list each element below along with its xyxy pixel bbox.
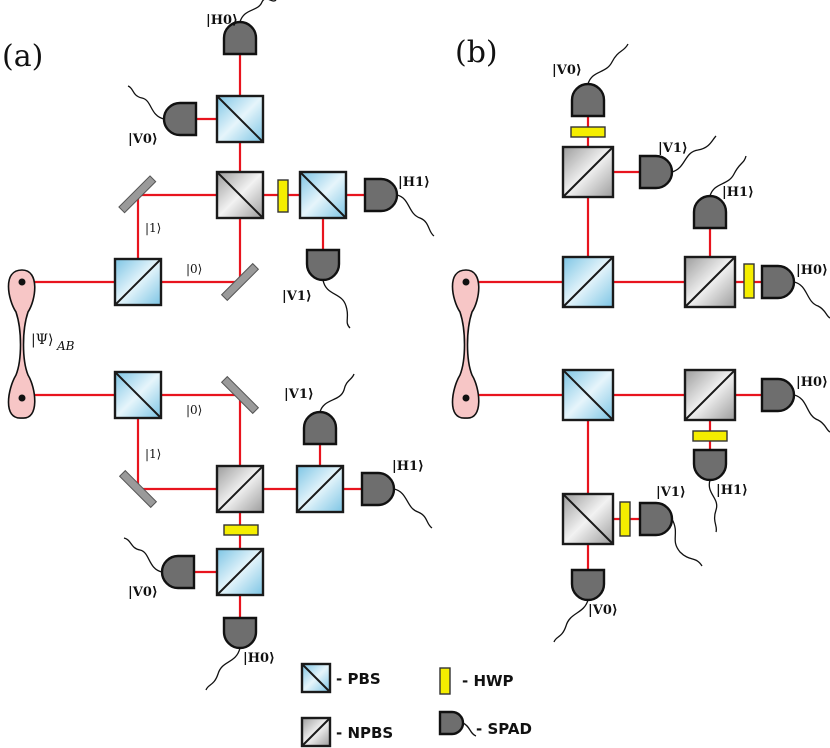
spad-detector xyxy=(553,568,606,643)
label-b-bot-v1: |V1⟩ xyxy=(656,485,686,500)
label-b-top-v1: |V1⟩ xyxy=(658,141,688,156)
legend: - PBS - NPBS - HWP - SPAD xyxy=(300,662,532,748)
panel-label-b: (b) xyxy=(455,35,498,70)
spad-detector xyxy=(692,155,747,230)
spad-detector xyxy=(205,616,258,691)
pbs-cube xyxy=(295,464,345,514)
label-a-bot-path1: |1⟩ xyxy=(145,447,161,461)
spad-detector xyxy=(222,0,277,56)
legend-hwp-label: - HWP xyxy=(462,672,514,690)
hwp-plate xyxy=(277,179,289,213)
mirror xyxy=(220,262,260,302)
hwp-plate xyxy=(570,126,606,138)
hwp-plate xyxy=(223,524,259,536)
npbs-cube xyxy=(561,492,615,546)
spad-detector xyxy=(123,537,196,590)
label-b-top-h1: |H1⟩ xyxy=(722,185,754,200)
label-a-top-path0: |0⟩ xyxy=(186,262,202,276)
mirrors-a xyxy=(118,175,260,509)
label-a-top-h0: |H0⟩ xyxy=(206,13,238,28)
panel-label-a: (a) xyxy=(2,39,43,74)
spad-detector xyxy=(570,43,629,118)
pbs-cube xyxy=(215,547,265,597)
source-state-label: |Ψ⟩ xyxy=(31,332,53,348)
pbs-cube xyxy=(215,94,265,144)
pbs-cube xyxy=(561,255,615,309)
spad-detector xyxy=(760,264,830,319)
spad-detector xyxy=(760,377,830,433)
label-a-top-path1: |1⟩ xyxy=(145,221,161,235)
spad-detector xyxy=(360,471,433,529)
spad-detector xyxy=(127,85,198,137)
label-a-bot-v0: |V0⟩ xyxy=(128,585,158,600)
npbs-cube xyxy=(561,145,615,199)
npbs-cube xyxy=(215,170,265,220)
labels-b: |V0⟩ |V1⟩ |H1⟩ |H0⟩ |H0⟩ |H1⟩ |V1⟩ |V0⟩ xyxy=(552,63,828,618)
label-a-top-v1: |V1⟩ xyxy=(282,289,312,304)
spad-detector xyxy=(363,177,435,237)
components-b xyxy=(561,126,755,546)
legend-npbs-label: - NPBS xyxy=(336,724,393,742)
spad-detector xyxy=(638,501,703,567)
components-a xyxy=(113,94,348,597)
hwp-plate xyxy=(692,430,728,442)
npbs-cube xyxy=(215,464,265,514)
photon-source-b xyxy=(451,269,480,419)
mirror xyxy=(118,469,158,509)
source-state-subscript: AB xyxy=(56,339,75,353)
beams-a xyxy=(22,48,378,625)
legend-npbs-swatch xyxy=(300,716,332,748)
label-a-top-h1: |H1⟩ xyxy=(398,175,430,190)
legend-pbs-swatch xyxy=(300,662,332,694)
pbs-cube xyxy=(561,368,615,422)
photon-source-a: |Ψ⟩ AB xyxy=(7,269,75,419)
label-a-bot-path0: |0⟩ xyxy=(186,403,202,417)
spad-detector xyxy=(305,248,351,329)
pbs-cube xyxy=(113,257,163,307)
label-b-top-h0: |H0⟩ xyxy=(796,263,828,278)
label-a-bot-h1: |H1⟩ xyxy=(392,459,424,474)
detectors xyxy=(123,0,830,691)
mirror xyxy=(220,375,260,415)
label-a-top-v0: |V0⟩ xyxy=(128,132,158,147)
pbs-cube xyxy=(113,370,163,420)
legend-pbs-label: - PBS xyxy=(336,670,381,688)
spad-detector xyxy=(302,373,355,446)
mirror xyxy=(118,175,157,214)
spad-detector xyxy=(638,135,717,190)
label-b-bot-h0: |H0⟩ xyxy=(796,375,828,390)
hwp-plate xyxy=(743,263,755,299)
legend-spad-swatch xyxy=(438,710,465,736)
hwp-plate xyxy=(619,501,631,537)
label-b-top-v0: |V0⟩ xyxy=(552,63,582,78)
npbs-cube xyxy=(683,255,737,309)
pbs-cube xyxy=(298,170,348,220)
labels-a: |H0⟩ |V0⟩ |H1⟩ |V1⟩ |1⟩ |0⟩ |0⟩ |1⟩ |V1⟩… xyxy=(128,13,430,666)
label-a-bot-v1: |V1⟩ xyxy=(284,387,314,402)
spad-detector xyxy=(692,448,728,533)
label-b-bot-v0: |V0⟩ xyxy=(588,603,618,618)
label-b-bot-h1: |H1⟩ xyxy=(716,483,748,498)
label-a-bot-h0: |H0⟩ xyxy=(243,651,275,666)
legend-spad-label: - SPAD xyxy=(476,720,532,738)
npbs-cube xyxy=(683,368,737,422)
legend-hwp-swatch xyxy=(439,667,451,695)
